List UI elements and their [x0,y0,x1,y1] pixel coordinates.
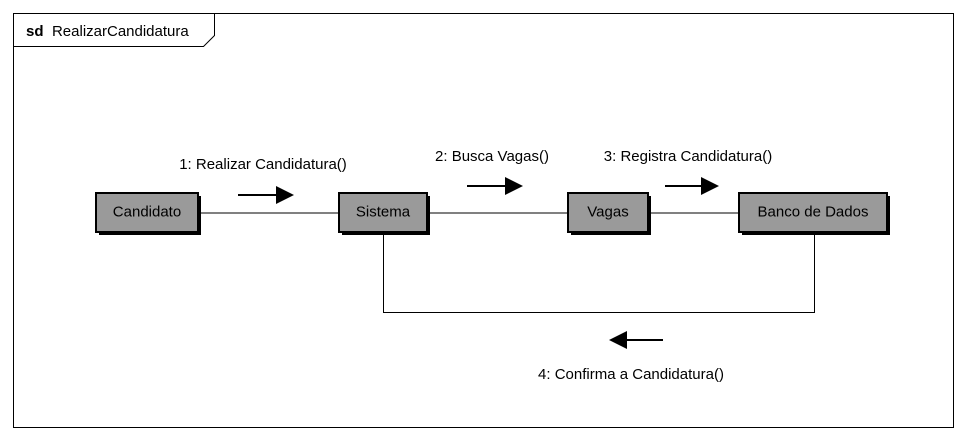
message-1-label: 1: Realizar Candidatura() [179,156,347,173]
link-sistema-banco [383,233,815,313]
message-1-arrow-icon [238,186,294,204]
object-vagas[interactable]: Vagas [567,192,651,235]
object-label-vagas: Vagas [587,203,628,220]
diagram-frame [13,13,954,428]
message-2-arrow-icon [467,177,523,195]
message-2-label: 2: Busca Vagas() [435,148,549,165]
object-sistema[interactable]: Sistema [338,192,430,235]
message-4-label: 4: Confirma a Candidatura() [538,366,724,383]
object-candidato[interactable]: Candidato [95,192,201,235]
frame-title: sd RealizarCandidatura [26,23,189,40]
frame-tab [13,13,215,47]
object-label-candidato: Candidato [113,203,181,220]
message-3-label: 3: Registra Candidatura() [604,148,772,165]
object-banco-de-dados[interactable]: Banco de Dados [738,192,890,235]
object-box [738,192,888,233]
object-box [567,192,649,233]
object-box [338,192,428,233]
object-label-sistema: Sistema [356,203,411,220]
object-label-banco: Banco de Dados [758,203,869,220]
frame-name: RealizarCandidatura [52,23,189,40]
frame-keyword: sd [26,23,44,40]
message-4-arrow-icon [609,331,663,349]
message-3-arrow-icon [665,177,719,195]
object-box [95,192,199,233]
